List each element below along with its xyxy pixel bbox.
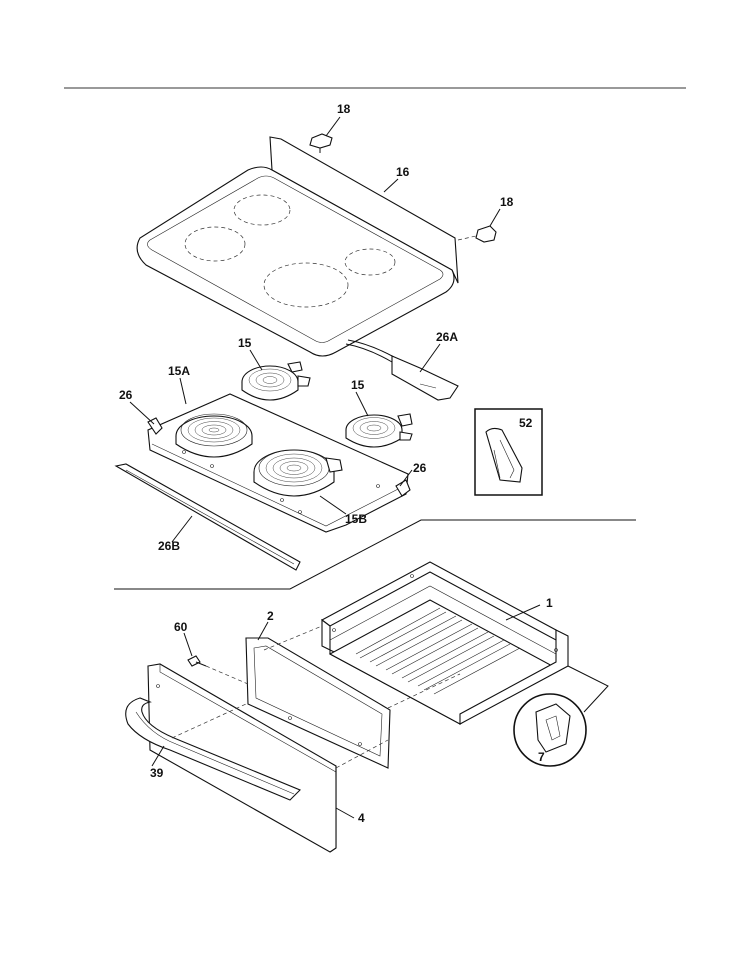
label-15A: 15A [168, 364, 190, 378]
assembly-lines [171, 625, 461, 769]
label-7: 7 [538, 750, 545, 764]
surface-element-15-rear [241, 361, 311, 401]
label-16: 16 [396, 165, 410, 179]
wire-harness-26A [345, 339, 459, 401]
screw-60 [187, 655, 207, 667]
trim-strip-26B [114, 463, 301, 571]
label-26-right: 26 [413, 461, 427, 475]
label-15-right: 15 [351, 378, 365, 392]
surface-element-15-right [345, 413, 413, 448]
label-60: 60 [174, 620, 188, 634]
label-26B: 26B [158, 539, 180, 553]
section-divider [114, 519, 636, 590]
label-1: 1 [546, 596, 553, 610]
label-4: 4 [358, 811, 365, 825]
label-26A: 26A [436, 330, 458, 344]
cooktop-glass-top [136, 136, 459, 357]
label-15-rear: 15 [238, 336, 252, 350]
label-52: 52 [519, 416, 533, 430]
drawer-inner-panel-2 [245, 637, 391, 769]
inset-part-7 [513, 665, 609, 767]
inset-part-52 [474, 408, 543, 496]
clip-18-right [457, 225, 497, 243]
drawer-front-4 [147, 663, 337, 853]
clip-18-left [309, 133, 333, 153]
surface-element-15B [253, 449, 343, 497]
label-26-left: 26 [119, 388, 133, 402]
surface-element-15A [175, 413, 253, 458]
label-2: 2 [267, 609, 274, 623]
drawer-handle-39 [125, 697, 301, 801]
label-39: 39 [150, 766, 164, 780]
label-18-right: 18 [500, 195, 514, 209]
leader-lines [129, 116, 541, 819]
drawer-box-1 [320, 561, 569, 725]
label-15B: 15B [345, 512, 367, 526]
label-18-left: 18 [337, 102, 351, 116]
